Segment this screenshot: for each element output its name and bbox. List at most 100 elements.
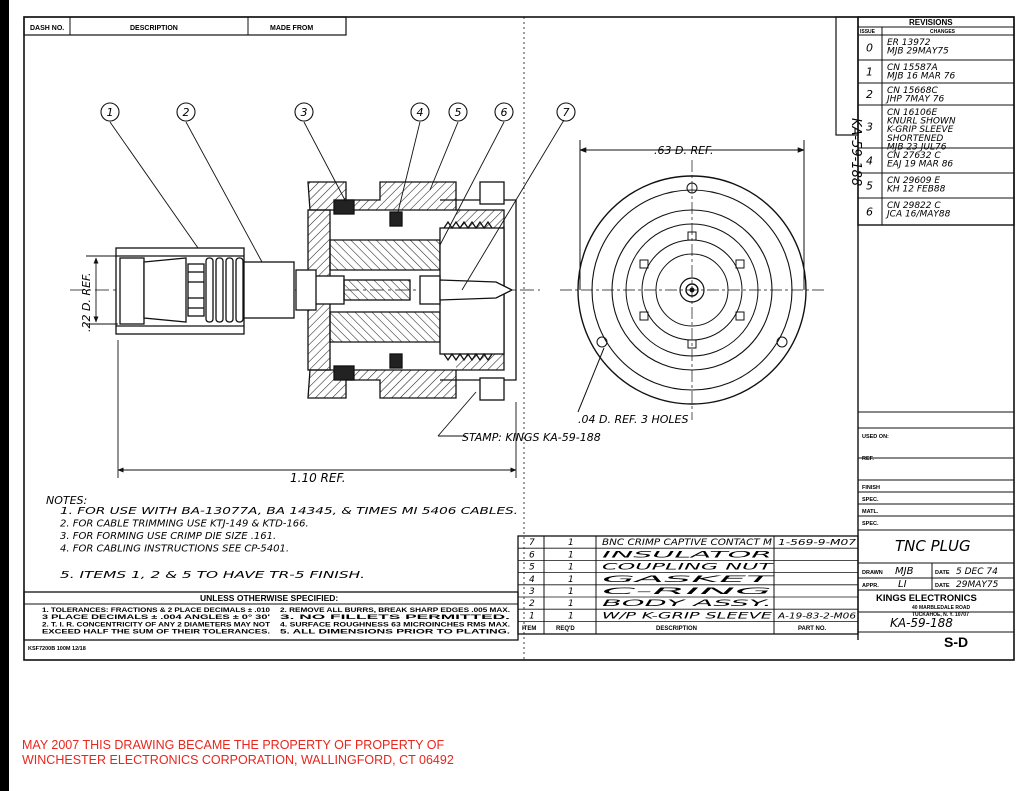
bom-req: 1	[568, 599, 574, 609]
revision-change-line: CN 16106E	[887, 108, 938, 118]
item-balloon-circle	[100, 102, 120, 122]
bom-description: GASKET	[602, 575, 776, 585]
tolerance-line-right: 3. NO FILLETS PERMITTED.	[280, 614, 511, 621]
ownership-footer: MAY 2007 THIS DRAWING BECAME THE PROPERT…	[22, 738, 542, 768]
item-balloon-circle	[294, 102, 314, 122]
holes-callout: .04 D. REF. 3 HOLES	[578, 413, 688, 426]
item-balloon-circle	[494, 102, 514, 122]
bom-item: 4	[529, 575, 535, 585]
matl-label: MATL.	[862, 509, 879, 515]
bom-description: INSULATOR	[602, 550, 772, 560]
bom-req: 1	[568, 611, 574, 621]
form-code: KSF7200B 100M 12/18	[28, 646, 86, 652]
item-balloon-label: 7	[563, 106, 570, 119]
connector-side-view	[70, 181, 540, 401]
revision-change-line: KH 12 FEB88	[887, 185, 946, 195]
bom-description-label: DESCRIPTION	[656, 626, 697, 632]
scan-edge-bar	[0, 0, 9, 791]
bom-part-number: 1-569-9-M07	[778, 538, 856, 547]
footer-line-1: MAY 2007 THIS DRAWING BECAME THE PROPERT…	[22, 738, 445, 752]
bom-description: BNC CRIMP CAPTIVE CONTACT M	[602, 538, 773, 548]
bom-item: 3	[529, 587, 535, 597]
spec-label: SPEC.	[862, 497, 879, 503]
bom-req-label: REQ'D	[556, 626, 575, 632]
bom-req: 1	[568, 563, 574, 573]
revision-change-line: ER 13972	[887, 38, 931, 48]
connector-end-view	[560, 140, 826, 420]
ref-label: REF.	[862, 456, 874, 462]
revision-issue: 0	[866, 42, 873, 55]
side-part-number: KA-59-188	[848, 118, 863, 186]
revision-change-line: CN 15668C	[887, 86, 939, 96]
note-item: 3. FOR FORMING USE CRIMP DIE SIZE .161.	[60, 531, 276, 542]
issue-label: ISSUE	[860, 29, 876, 35]
notes-items: 1. FOR USE WITH BA-13077A, BA 14345, & T…	[60, 506, 518, 581]
item-balloon-label: 5	[455, 106, 462, 119]
drawn-by: MJB	[895, 566, 914, 577]
item-balloon-circle	[556, 102, 576, 122]
tolerance-line-right: 4. SURFACE ROUGHNESS 63 MICROINCHES RMS …	[280, 621, 510, 628]
revision-change-line: MJB 16 MAR 76	[887, 72, 956, 82]
item-balloon-label: 3	[301, 106, 308, 119]
bom-item: 1	[529, 611, 535, 621]
side-view-dimensions	[86, 255, 517, 478]
dimension-63-ref: .63 D. REF.	[654, 144, 713, 157]
company-name: KINGS ELECTRONICS	[876, 593, 977, 604]
footer-line-2: WINCHESTER ELECTRONICS CORPORATION, WALL…	[22, 753, 454, 767]
revision-change-line: CN 15587A	[887, 63, 938, 73]
revision-change-line: SHORTENED	[887, 134, 943, 144]
revision-issue: 2	[866, 88, 873, 101]
revision-change-line: CN 29609 E	[887, 176, 940, 186]
description-label: DESCRIPTION	[130, 25, 178, 32]
tolerance-line-right: 2. REMOVE ALL BURRS, BREAK SHARP EDGES .…	[280, 607, 510, 614]
bom-item: 7	[529, 538, 535, 548]
size-code: S-D	[944, 634, 968, 650]
revisions-table	[857, 16, 1015, 429]
item-balloon-circle	[176, 102, 196, 122]
part-title: TNC PLUG	[895, 537, 971, 555]
bom-part-number: A-19-83-2-M06	[777, 611, 857, 620]
tolerance-line-left: 1. TOLERANCES: FRACTIONS & 2 PLACE DECIM…	[42, 607, 271, 614]
balloon-leaders	[109, 119, 565, 291]
bom-description: BODY ASSY.	[602, 599, 772, 609]
bom-item: 2	[529, 599, 535, 609]
revision-change-line: JHP 7MAY 76	[885, 95, 944, 105]
appr-date: 29MAY75	[956, 580, 999, 590]
revision-issue: 3	[866, 121, 873, 134]
notes-block: NOTES: 1. FOR USE WITH BA-13077A, BA 143…	[46, 494, 518, 581]
tolerance-line-left: 2. T. I. R. CONCENTRICITY OF ANY 2 DIAME…	[42, 621, 270, 628]
note-item: 4. FOR CABLING INSTRUCTIONS SEE CP-5401.	[60, 544, 289, 555]
title-block-text: USED ON: REF. FINISH SPEC. MATL. SPEC. T…	[862, 434, 999, 650]
dash-no-label: DASH NO.	[30, 25, 64, 32]
note-item: 1. FOR USE WITH BA-13077A, BA 14345, & T…	[60, 506, 518, 517]
company-address: 40 MARBLEDALE ROAD	[912, 605, 970, 611]
notes-heading: NOTES:	[46, 494, 87, 507]
revision-change-line: CN 27632 C	[887, 151, 941, 161]
revision-issue: 5	[866, 180, 873, 193]
revision-issue: 4	[866, 155, 873, 168]
change-label: CHANGES	[930, 29, 956, 35]
dimension-110-ref: 1.10 REF.	[290, 471, 346, 485]
tolerance-line-left: 3 PLACE DECIMALS ± .004 ANGLES ± 0° 30'	[42, 614, 271, 621]
used-on-label: USED ON:	[862, 434, 889, 440]
header-strip: DASH NO. DESCRIPTION MADE FROM	[23, 16, 347, 36]
bom-req: 1	[568, 538, 574, 548]
revision-issue: 6	[866, 206, 873, 219]
revision-change-line: EAJ 19 MAR 86	[887, 160, 953, 170]
tolerances-heading: UNLESS OTHERWISE SPECIFIED:	[200, 593, 338, 603]
finish-label: FINISH	[862, 485, 880, 491]
revision-change-line: KNURL SHOWN	[887, 117, 956, 127]
bom-part-label: PART NO.	[798, 626, 827, 632]
stamp-callout: STAMP: KINGS KA-59-188	[462, 431, 601, 444]
item-balloon-label: 4	[417, 106, 424, 119]
bom-description: W/P K-GRIP SLEEVE	[602, 611, 773, 621]
revision-change-line: MJB 23 JUL76	[887, 142, 947, 152]
item-balloon-circle	[448, 102, 468, 122]
part-number: KA-59-188	[890, 616, 953, 630]
tolerances-left: 1. TOLERANCES: FRACTIONS & 2 PLACE DECIM…	[42, 607, 271, 636]
revision-change-line: MJB 29MAY75	[887, 47, 949, 57]
note-item: 2. FOR CABLE TRIMMING USE KTJ-149 & KTD-…	[60, 519, 309, 530]
